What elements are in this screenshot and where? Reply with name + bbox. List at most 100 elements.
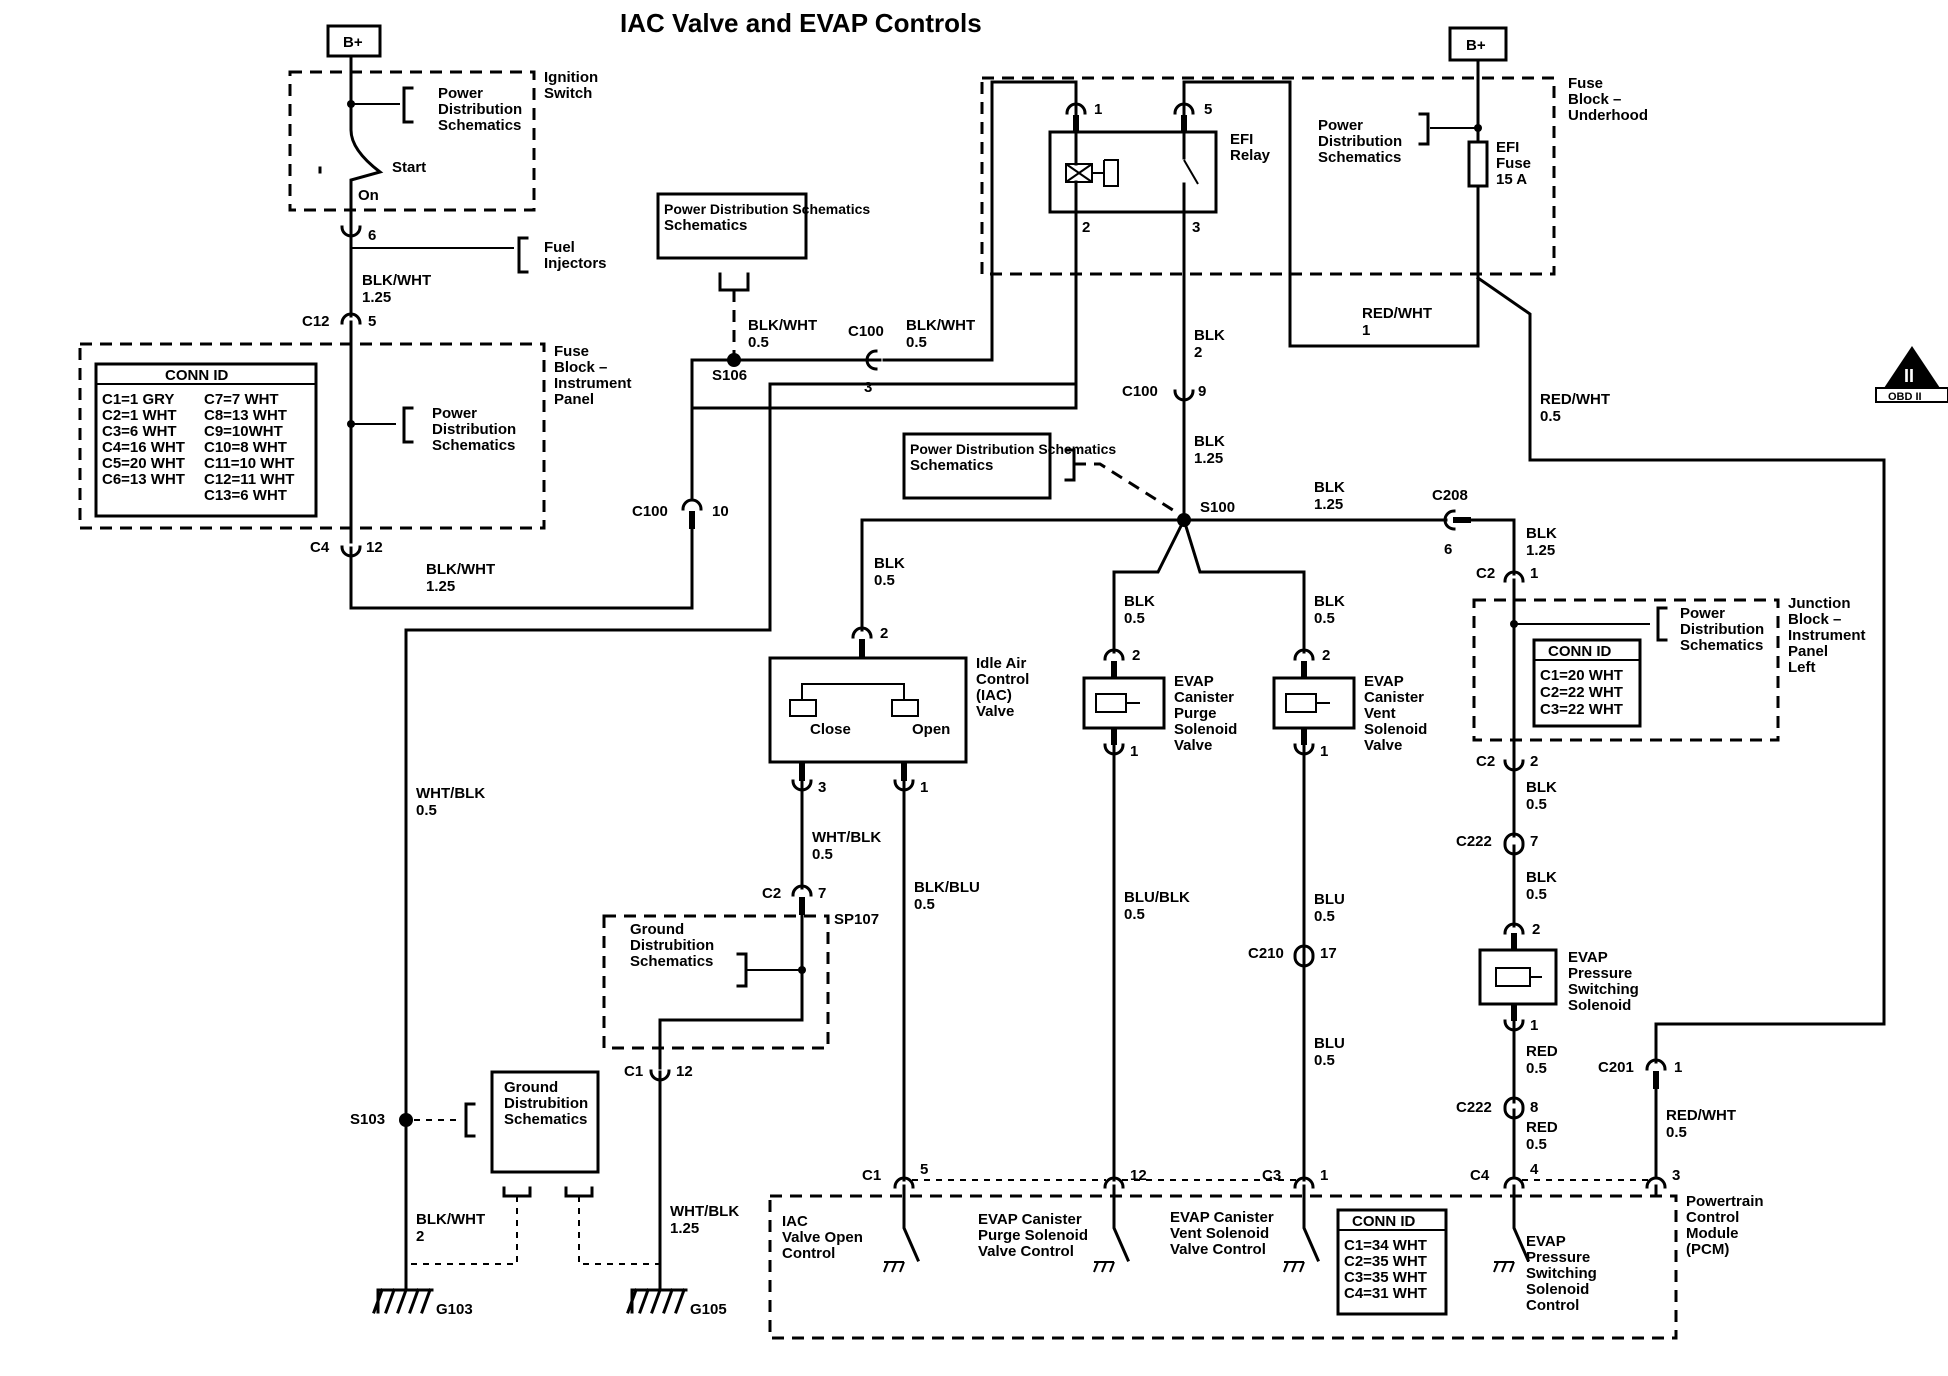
efi-fuse-label-3: 15 A xyxy=(1496,171,1527,188)
pds-fbip-2: Distribution xyxy=(432,421,516,438)
conn-id-fbip-c5: C5=20 WHT xyxy=(102,455,185,472)
purge-label-3: Purge xyxy=(1174,705,1217,722)
obd-badge-top: II xyxy=(1904,366,1914,386)
wire-3-gauge: 0.5 xyxy=(748,334,769,351)
gds-sp107-2: Distrubition xyxy=(630,937,714,954)
conn-id-fbip-c13: C13=6 WHT xyxy=(204,487,287,504)
connector-c210-pin: 17 xyxy=(1320,945,1337,962)
pcm-vent-label-2: Vent Solenoid xyxy=(1170,1225,1269,1242)
wire-5-color: RED/WHT xyxy=(1362,305,1432,322)
wire-26-color: WHT/BLK xyxy=(670,1203,739,1220)
evap-canister-vent-solenoid xyxy=(1272,676,1356,730)
efi-relay-label-2: Relay xyxy=(1230,147,1271,164)
iac-label-1: Idle Air xyxy=(976,655,1026,672)
gds-s103-3: Schematics xyxy=(504,1111,587,1128)
connector-c12-pin: 5 xyxy=(368,313,376,330)
diagram-title: IAC Valve and EVAP Controls xyxy=(620,8,982,38)
wire-10-gauge: 1.25 xyxy=(1526,542,1555,559)
pds-center-1: Power Distribution Schematics xyxy=(664,201,870,217)
efi-fuse xyxy=(1467,140,1489,188)
on-label: On xyxy=(358,187,379,204)
pcm-connector-c1: C1 xyxy=(862,1167,881,1184)
pcm-connector-c4: C4 xyxy=(1470,1167,1490,1184)
pcm-purge-driver xyxy=(1093,1184,1130,1273)
conn-id-fbip-c2: C2=1 WHT xyxy=(102,407,177,424)
conn-id-jb-c2: C2=22 WHT xyxy=(1540,684,1623,701)
fbu-label-3: Underhood xyxy=(1568,107,1648,124)
conn-id-fbip-c6: C6=13 WHT xyxy=(102,471,185,488)
pcm-vent-driver xyxy=(1283,1184,1320,1273)
purge-label-2: Canister xyxy=(1174,689,1234,706)
wire-12-color: BLK xyxy=(1124,593,1155,610)
pcm-label-4: (PCM) xyxy=(1686,1241,1729,1258)
wire-8-gauge: 1.25 xyxy=(1314,496,1343,513)
pcm-connector-c1-pin: 5 xyxy=(920,1161,928,1178)
conn-id-pcm-c1: C1=34 WHT xyxy=(1344,1237,1427,1254)
conn-id-fbip-c9: C9=10WHT xyxy=(204,423,283,440)
pds-jb-1: Power xyxy=(1680,605,1725,622)
conn-id-pcm-c3: C3=35 WHT xyxy=(1344,1269,1427,1286)
start-label: Start xyxy=(392,159,426,176)
efi-relay xyxy=(1048,130,1218,214)
pds-fbu-1: Power xyxy=(1318,117,1363,134)
pcm-purge-pin: 12 xyxy=(1130,1167,1147,1184)
gds-sp107-1: Ground xyxy=(630,921,684,938)
ignition-switch-label-2: Switch xyxy=(544,85,592,102)
connector-c222b-pin: 8 xyxy=(1530,1099,1538,1116)
connector-c2b: C2 xyxy=(1476,753,1495,770)
vent-label-4: Solenoid xyxy=(1364,721,1427,738)
gds-s103-1: Ground xyxy=(504,1079,558,1096)
connector-c2a-pin: 1 xyxy=(1530,565,1538,582)
splice-sp107-label: SP107 xyxy=(834,911,879,928)
wire-2-gauge: 1.25 xyxy=(426,578,455,595)
pcm-vent-label-3: Valve Control xyxy=(1170,1241,1266,1258)
wire-11-color: BLK xyxy=(874,555,905,572)
ground-g105-label: G105 xyxy=(690,1301,727,1318)
connector-c100a: C100 xyxy=(848,323,884,340)
jb-label-5: Left xyxy=(1788,659,1816,676)
wire-2-color: BLK/WHT xyxy=(426,561,495,578)
efi-relay-label-1: EFI xyxy=(1230,131,1253,148)
fuel-injectors-2: Injectors xyxy=(544,255,607,272)
battery-left: B+ xyxy=(326,24,382,58)
relay-pin-2: 2 xyxy=(1082,219,1090,236)
conn-id-pcm-header: CONN ID xyxy=(1352,1213,1416,1230)
relay-pin-5: 5 xyxy=(1204,101,1212,118)
iac-label-3: (IAC) xyxy=(976,687,1012,704)
conn-id-fbip-c4: C4=16 WHT xyxy=(102,439,185,456)
pss-label-3: Switching xyxy=(1568,981,1639,998)
connector-c2c: C2 xyxy=(762,885,781,902)
splice-s103-label: S103 xyxy=(350,1111,385,1128)
iac-pin-1: 1 xyxy=(920,779,928,796)
wire-20-gauge: 0.5 xyxy=(1526,796,1547,813)
pds-fbu-3: Schematics xyxy=(1318,149,1401,166)
pcm-iac-label-3: Control xyxy=(782,1245,835,1262)
wire-6-gauge: 2 xyxy=(1194,344,1202,361)
pds-jb-3: Schematics xyxy=(1680,637,1763,654)
pds-s100-1: Power Distribution Schematics xyxy=(910,441,1116,457)
battery-right-label: B+ xyxy=(1466,37,1486,54)
pcm-label-3: Module xyxy=(1686,1225,1739,1242)
wire-14-color: WHT/BLK xyxy=(416,785,485,802)
pcm-purge-label-2: Purge Solenoid xyxy=(978,1227,1088,1244)
ground-dist-box-sp107 xyxy=(602,914,830,1050)
wire-7-gauge: 1.25 xyxy=(1194,450,1223,467)
fbip-label-3: Instrument xyxy=(554,375,632,392)
conn-id-fbip-c7: C7=7 WHT xyxy=(204,391,279,408)
ground-icon-g103 xyxy=(372,1288,434,1314)
pds-center-2: Schematics xyxy=(664,217,747,234)
wire-10-color: BLK xyxy=(1526,525,1557,542)
conn-id-fbip-c10: C10=8 WHT xyxy=(204,439,287,456)
pcm-pss-label-4: Solenoid xyxy=(1526,1281,1589,1298)
wire-8-color: BLK xyxy=(1314,479,1345,496)
connector-c201: C201 xyxy=(1598,1059,1634,1076)
iac-close-label: Close xyxy=(810,721,851,738)
fbip-label-1: Fuse xyxy=(554,343,589,360)
obd-ii-icon: II OBD II xyxy=(1875,346,1948,403)
vent-label-1: EVAP xyxy=(1364,673,1404,690)
wire-22-gauge: 0.5 xyxy=(1526,1060,1547,1077)
pss-label-4: Solenoid xyxy=(1568,997,1631,1014)
wire-7-color: BLK xyxy=(1194,433,1225,450)
pin-6-label: 6 xyxy=(368,227,376,244)
splice-s103 xyxy=(399,1113,413,1127)
